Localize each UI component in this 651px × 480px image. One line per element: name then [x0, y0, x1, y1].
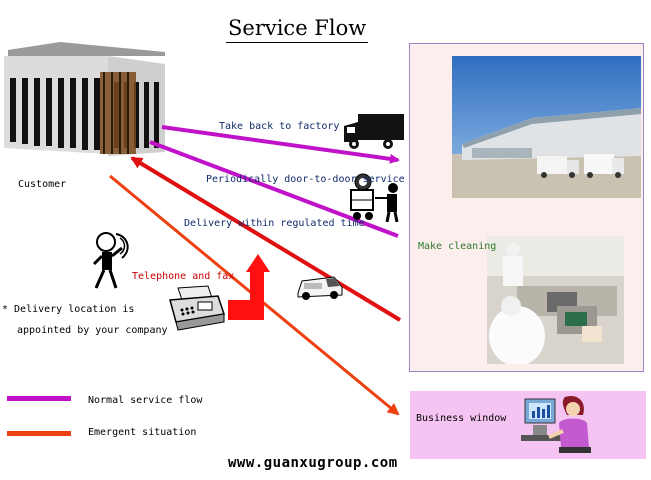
phone-caller-icon [92, 230, 134, 292]
legend-swatch-emergent [7, 431, 71, 436]
building-icon [0, 42, 165, 162]
footer-url: www.guanxugroup.com [228, 455, 398, 471]
telephone-label: Telephone and fax [132, 271, 235, 282]
customer-label: Customer [18, 179, 67, 190]
periodic-service-label: Periodically door-to-door service [206, 174, 405, 185]
periodic-service-arrow [149, 140, 399, 238]
note-line-2: appointed by your company [17, 325, 168, 336]
factory-photo [452, 56, 641, 198]
legend-label-normal: Normal service flow [88, 395, 203, 406]
take-back-label: Take back to factory [219, 121, 340, 132]
van-icon [296, 275, 344, 301]
delivery-arrow [130, 156, 402, 322]
telephone-up-arrow [228, 254, 270, 320]
delivery-man-icon [349, 168, 403, 224]
fax-machine-icon [168, 284, 226, 332]
business-window-label: Business window [416, 413, 507, 424]
cleaning-room-photo [487, 236, 624, 364]
take-back-arrow [161, 125, 400, 164]
delivery-label: Delivery within regulated time [184, 218, 365, 229]
legend-label-emergent: Emergent situation [88, 427, 197, 438]
note-line-1: * Delivery location is [2, 304, 135, 315]
legend-swatch-normal [7, 396, 71, 401]
business-person-icon [519, 393, 593, 459]
make-cleaning-label: Make cleaning [418, 241, 497, 252]
truck-icon [342, 112, 406, 152]
page-title: Service Flow [226, 14, 369, 43]
